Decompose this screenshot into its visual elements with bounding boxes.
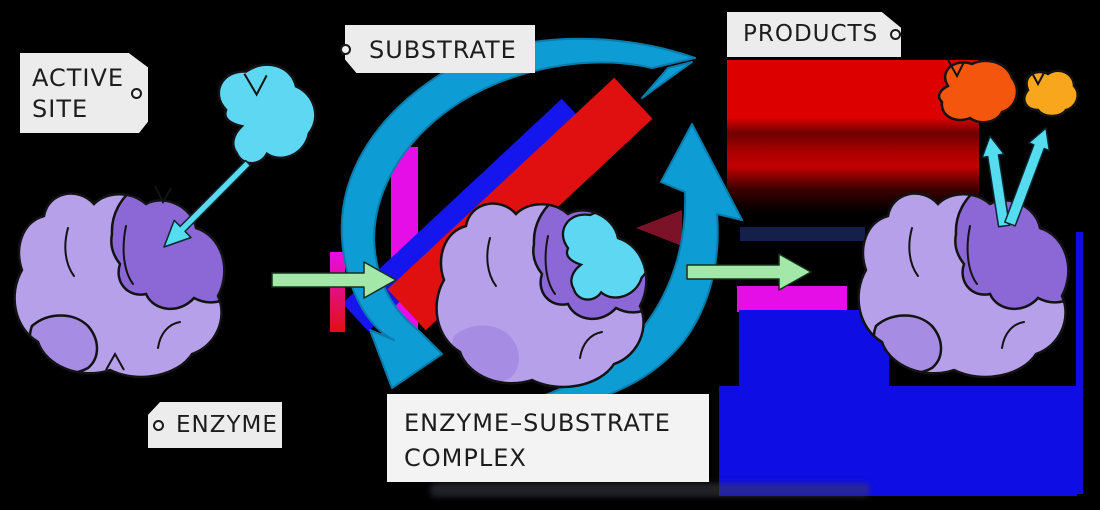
active-site-pointer-tick-icon: [154, 185, 172, 205]
product-primary-shape: [937, 59, 1019, 124]
arrow-to-complex-icon: [271, 261, 397, 299]
products-release-arrows-icon: [981, 127, 1051, 228]
artifact-blue-rect-lower: [719, 386, 1077, 496]
enzyme-substrate-complex-shape: [435, 202, 648, 389]
active-site-label-line2: SITE: [32, 95, 89, 123]
artifact-navy-strip: [740, 227, 865, 241]
arrow-to-products-icon: [686, 253, 812, 291]
substrate-tag-connector-icon: [340, 44, 351, 55]
products-label: PRODUCTS: [727, 12, 901, 57]
product-secondary-shape: [1023, 69, 1079, 118]
enzyme-substrate-complex-label: ENZYME–SUBSTRATE COMPLEX: [387, 394, 709, 482]
active-site-label-line1: ACTIVE: [32, 64, 125, 92]
enzyme-shape-free: [13, 185, 226, 379]
active-site-label: ACTIVE SITE: [20, 53, 148, 133]
complex-label-line1: ENZYME–SUBSTRATE: [404, 409, 671, 437]
substrate-shape: [214, 58, 322, 168]
watermark-smudge: [430, 483, 870, 497]
substrate-binding-arrow-icon: [163, 159, 252, 248]
substrate-label-text: SUBSTRATE: [369, 36, 517, 64]
artifact-red-left-small: [330, 252, 345, 332]
artifact-blue-edge-strip: [1076, 232, 1083, 494]
cycle-arc-tail-notch: [641, 61, 693, 99]
artifact-magenta-small: [737, 286, 847, 312]
artifact-red-band: [727, 60, 979, 212]
substrate-label: SUBSTRATE: [345, 25, 535, 73]
products-label-text: PRODUCTS: [743, 21, 879, 47]
active-site-tag-connector-icon: [131, 88, 142, 99]
complex-label-line2: COMPLEX: [404, 444, 527, 472]
enzyme-label-text: ENZYME: [176, 412, 278, 438]
product-pointer-tick-icon: [947, 59, 965, 79]
substrate-pointer-tick-icon: [243, 73, 268, 97]
enzyme-pointer-tick-icon: [105, 351, 125, 371]
product-pointer-tick-icon: [1030, 70, 1046, 87]
products-tag-connector-icon: [890, 29, 901, 40]
enzyme-label: ENZYME: [148, 402, 282, 448]
enzyme-tag-connector-icon: [153, 420, 164, 431]
enzyme-shape-after: [857, 192, 1070, 379]
